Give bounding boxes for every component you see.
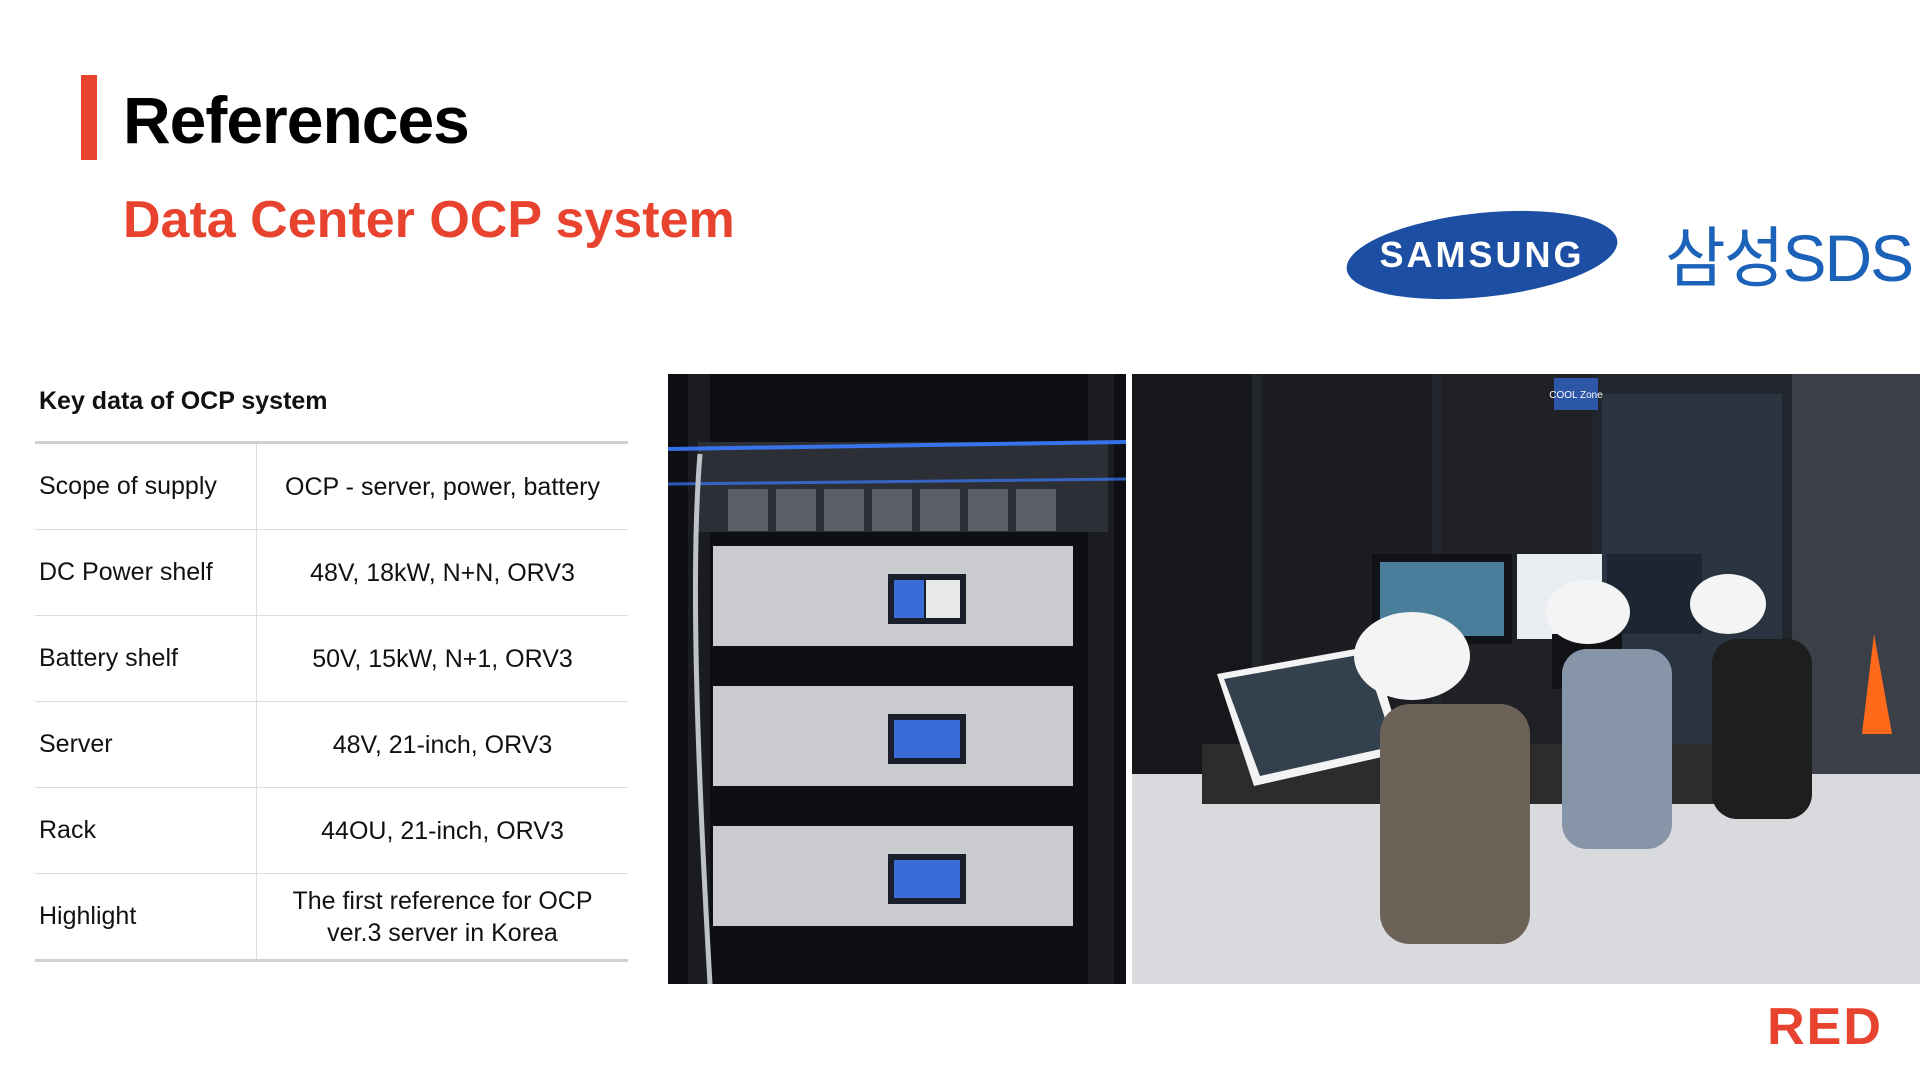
red-logo: RED xyxy=(1767,998,1883,1048)
samsung-sds-logo: 삼성SDS xyxy=(1665,221,1914,295)
table-row: DC Power shelf 48V, 18kW, N+N, ORV3 xyxy=(35,529,628,616)
server-rack-photo xyxy=(668,374,1126,984)
key-data-table: Scope of supply OCP - server, power, bat… xyxy=(35,441,628,962)
row-label: Server xyxy=(35,701,257,788)
row-value: 48V, 21-inch, ORV3 xyxy=(256,701,628,788)
cool-zone-sign: COOL Zone xyxy=(1549,390,1603,401)
table-row: Scope of supply OCP - server, power, bat… xyxy=(35,442,628,530)
page-subtitle: Data Center OCP system xyxy=(123,191,735,249)
row-value: 48V, 18kW, N+N, ORV3 xyxy=(256,529,628,616)
row-value: 44OU, 21-inch, ORV3 xyxy=(256,787,628,874)
table-row: Highlight The first reference for OCP ve… xyxy=(35,873,628,961)
title-accent-bar xyxy=(81,75,97,160)
table-row: Server 48V, 21-inch, ORV3 xyxy=(35,701,628,788)
samsung-logo-text: SAMSUNG xyxy=(1379,234,1584,275)
row-label: DC Power shelf xyxy=(35,529,257,616)
row-label: Scope of supply xyxy=(35,442,257,530)
row-label: Highlight xyxy=(35,873,257,961)
engineers-testing-photo: COOL Zone xyxy=(1132,374,1920,984)
row-label: Battery shelf xyxy=(35,615,257,702)
key-data-title: Key data of OCP system xyxy=(39,387,328,415)
page-title: References xyxy=(123,83,470,157)
row-label: Rack xyxy=(35,787,257,874)
table-row: Battery shelf 50V, 15kW, N+1, ORV3 xyxy=(35,615,628,702)
row-value: OCP - server, power, battery xyxy=(256,442,628,530)
row-value: 50V, 15kW, N+1, ORV3 xyxy=(256,615,628,702)
table-row: Rack 44OU, 21-inch, ORV3 xyxy=(35,787,628,874)
samsung-logo: SAMSUNG xyxy=(1346,210,1618,300)
row-value: The first reference for OCP ver.3 server… xyxy=(292,886,593,947)
red-logo-text: RED xyxy=(1767,998,1883,1048)
